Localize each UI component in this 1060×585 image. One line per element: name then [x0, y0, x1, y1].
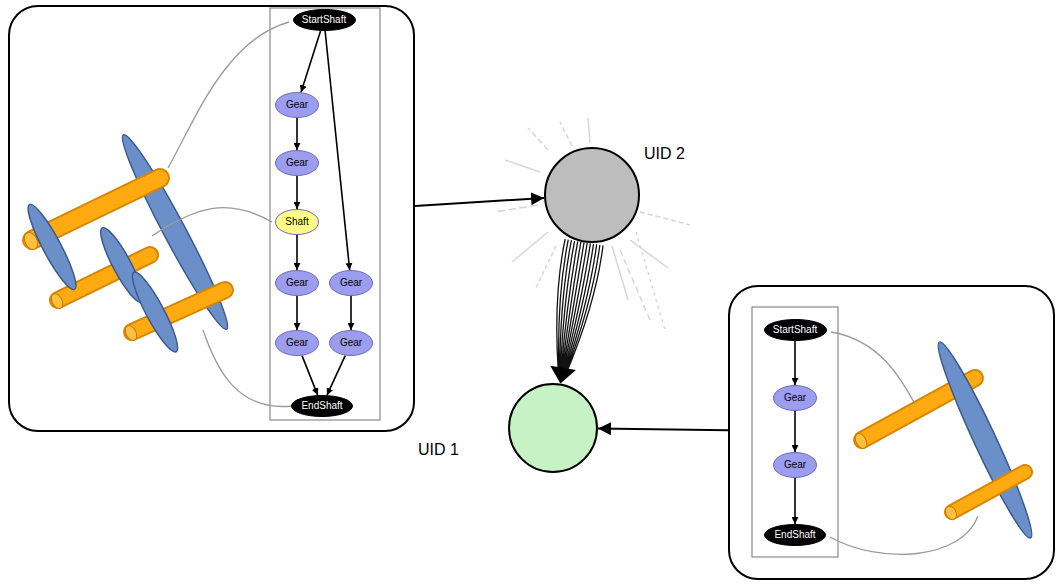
node-label: Gear [286, 99, 308, 111]
gear-train-right [853, 337, 1041, 542]
graph-edge [350, 296, 352, 330]
graph-node: Gear [275, 270, 319, 296]
graph-node: Gear [275, 330, 319, 356]
node-outline [544, 147, 640, 243]
uid-label: UID 1 [418, 441, 459, 459]
graph-frame [270, 8, 380, 420]
graph-node: Gear [329, 330, 373, 356]
graph-node: EndShaft [764, 524, 826, 546]
mapping-arrow [415, 198, 544, 206]
graph-edge [325, 31, 350, 270]
node-label: Gear [340, 277, 362, 289]
gear-train-left [22, 130, 237, 356]
uid-circle: UID 1 [508, 383, 598, 473]
model-panel: StartShaftGearGearEndShaft [728, 285, 1055, 580]
node-label: StartShaft [302, 14, 346, 26]
node-label: StartShaft [773, 324, 817, 336]
graph-edge [794, 411, 796, 452]
uid-label: UID 2 [644, 145, 685, 163]
graph-node: Gear [329, 270, 373, 296]
graph-edge [296, 235, 298, 270]
graph-node: StartShaft [293, 9, 356, 31]
graph-node: Gear [773, 452, 817, 478]
graph-node: StartShaft [764, 319, 827, 341]
uid-circle: UID 2 [544, 147, 640, 243]
graph-edge [301, 31, 320, 92]
node-label: Gear [286, 277, 308, 289]
graph-edge [296, 176, 298, 209]
node-label: EndShaft [774, 529, 815, 541]
graph-node: Gear [275, 150, 319, 176]
node-label: Gear [340, 337, 362, 349]
graph-node: EndShaft [291, 395, 353, 417]
graph-edge [302, 356, 318, 395]
node-outline [508, 383, 598, 473]
graph-node: Gear [275, 92, 319, 118]
graph-node: Gear [773, 385, 817, 411]
node-label: Gear [784, 392, 806, 404]
mapping-arrow [598, 429, 728, 431]
node-label: Gear [286, 337, 308, 349]
graph-edge [296, 296, 298, 330]
graph-edge [327, 356, 345, 396]
graph-edge [794, 478, 796, 524]
node-label: EndShaft [301, 400, 342, 412]
node-label: Gear [784, 459, 806, 471]
node-label: Gear [286, 157, 308, 169]
graph-node: Shaft [275, 209, 319, 235]
graph-frame [752, 307, 838, 557]
leader-line [152, 22, 978, 554]
node-label: Shaft [285, 216, 308, 228]
graph-edge [794, 341, 796, 385]
model-panel: StartShaftGearGearShaftGearGearGearGearE… [8, 5, 415, 432]
graph-edge [296, 118, 298, 150]
link-bundle [550, 239, 603, 383]
